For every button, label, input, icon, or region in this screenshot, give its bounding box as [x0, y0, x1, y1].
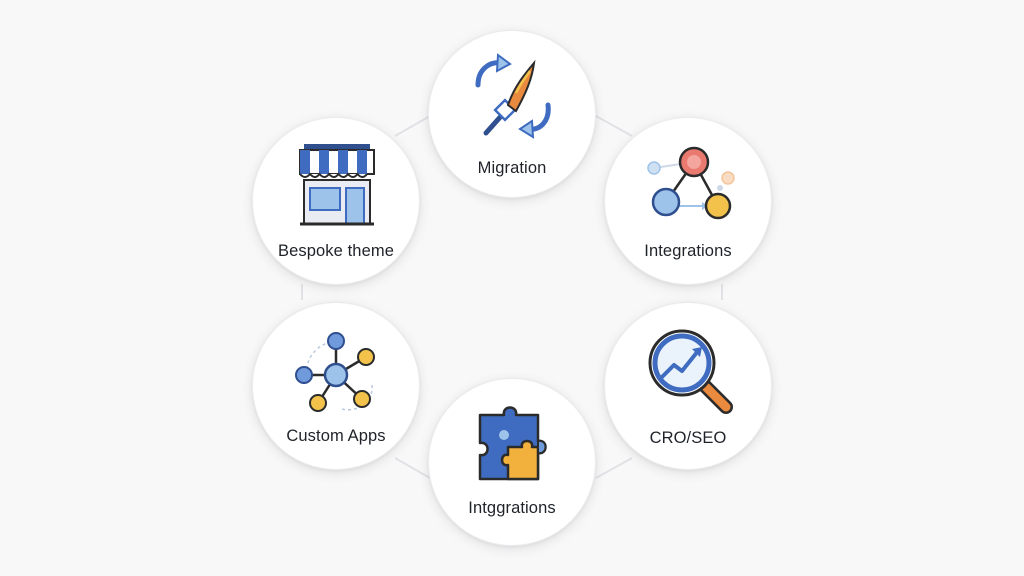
paintbrush-arrows-icon	[475, 53, 551, 139]
node-label: Custom Apps	[286, 427, 386, 445]
node-migration: Migration	[428, 30, 596, 198]
node-label: Intggrations	[468, 499, 556, 517]
node-cro-seo: CRO/SEO	[604, 302, 772, 470]
node-label: Migration	[477, 159, 547, 177]
puzzle-piece-icon	[478, 406, 547, 481]
node-label: Integrations	[644, 242, 732, 260]
node-label: CRO/SEO	[649, 429, 727, 447]
node-label: Bespoke theme	[278, 242, 394, 260]
magnifier-trend-icon	[648, 329, 733, 414]
node-integrations: Integrations	[604, 117, 772, 285]
storefront-icon	[299, 144, 375, 226]
node-bespoke-theme: Bespoke theme	[252, 117, 420, 285]
network-hub-icon	[295, 332, 375, 412]
node-custom-apps: Custom Apps	[252, 302, 420, 470]
connected-nodes-icon	[647, 146, 735, 220]
node-intggrations: Intggrations	[428, 378, 596, 546]
